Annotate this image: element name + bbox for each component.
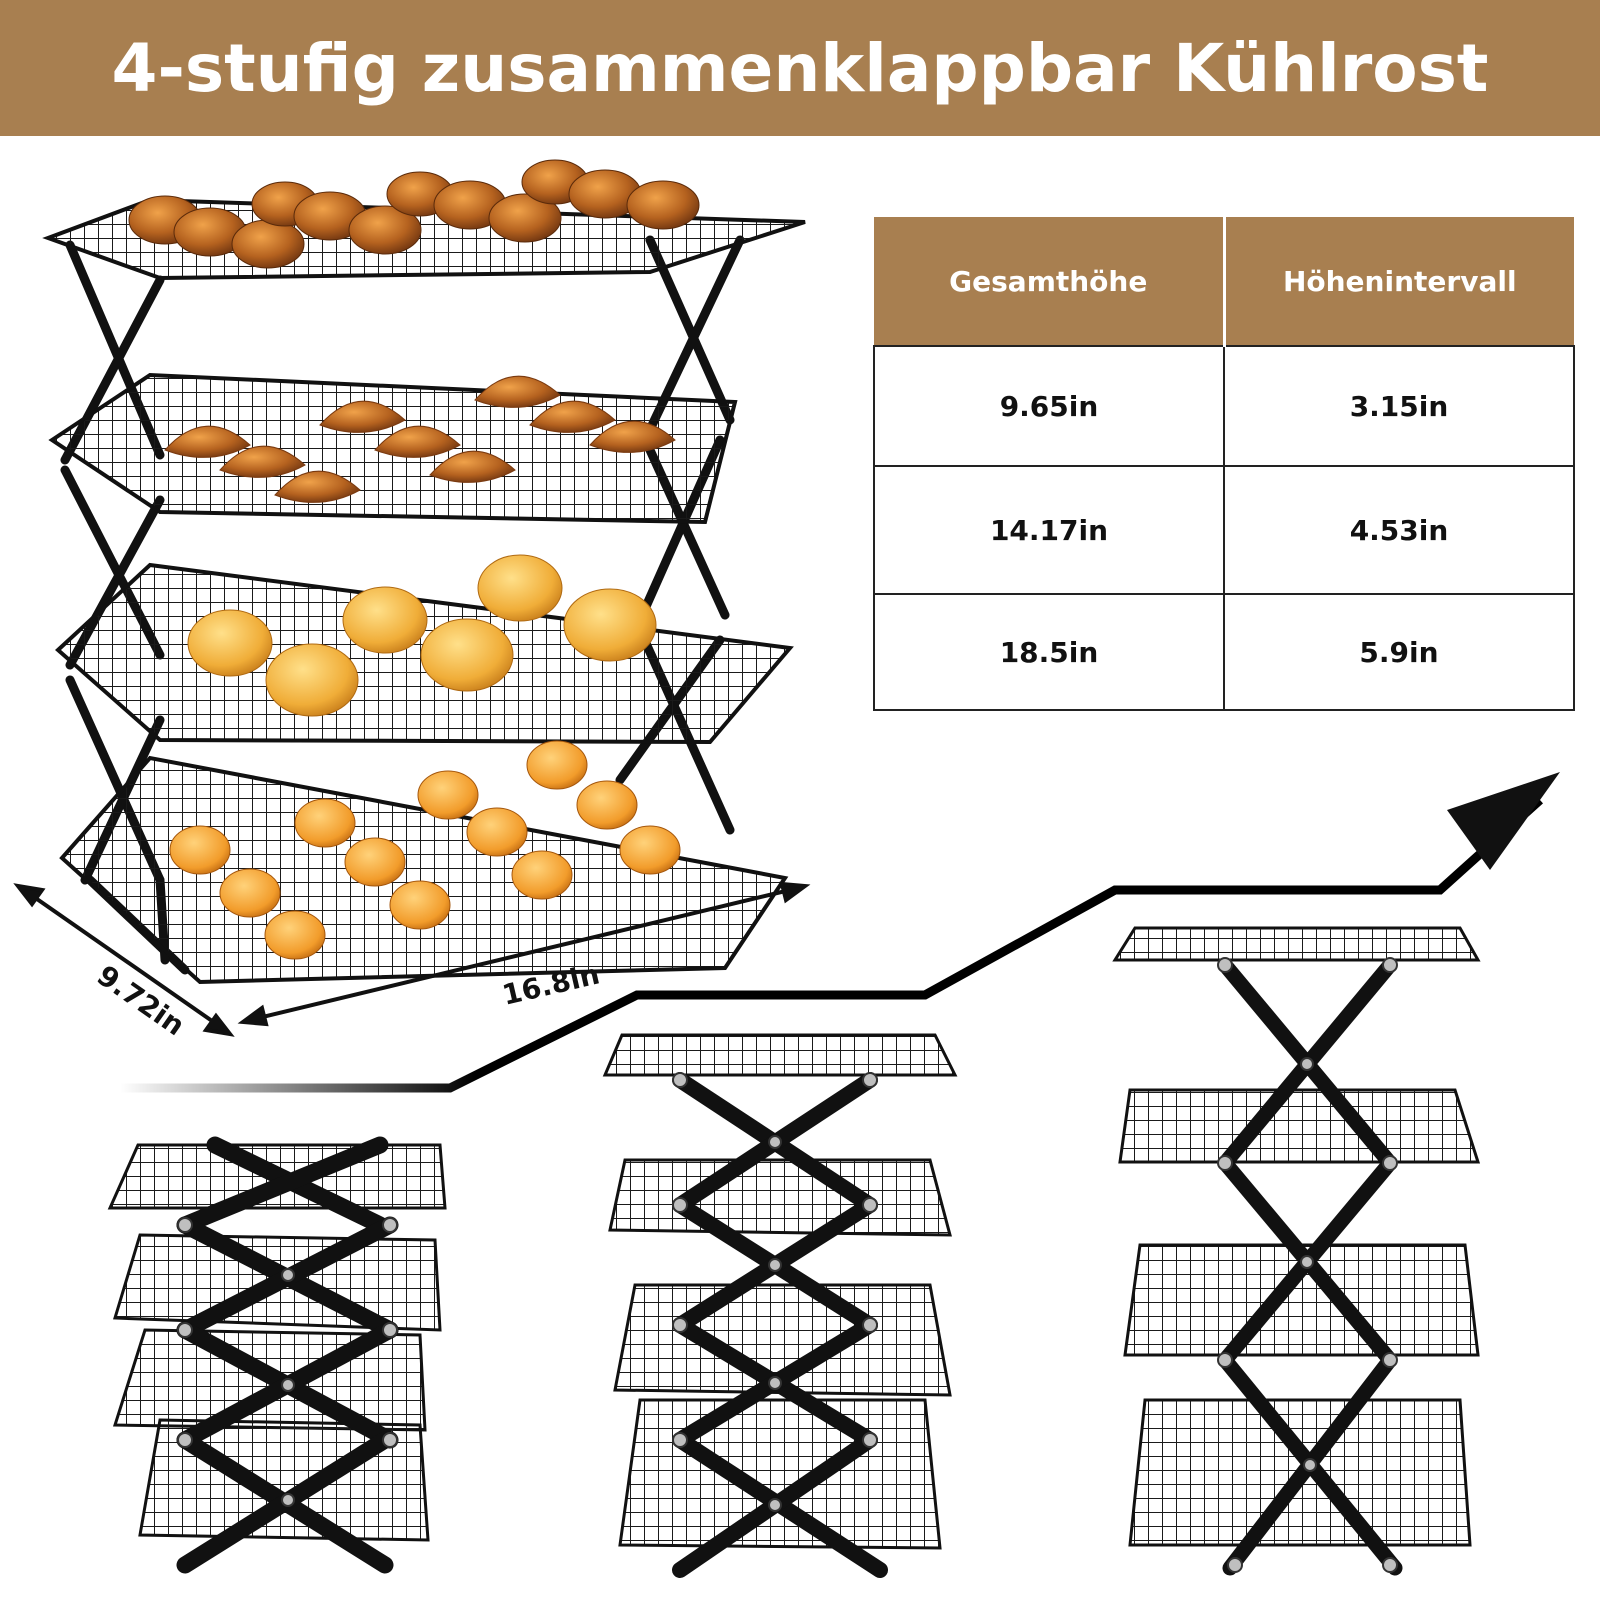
cell-height-interval: 5.9in (1223, 593, 1575, 711)
height-spec-table: Gesamthöhe Höhenintervall 9.65in 3.15in … (873, 217, 1575, 711)
page-title: 4-stufig zusammenklappbar Kühlrost (111, 29, 1489, 107)
table-row: 18.5in 5.9in (873, 593, 1575, 711)
header-total-height: Gesamthöhe (874, 217, 1226, 346)
depth-dimension-arrow (13, 883, 235, 1037)
fully-extended-rack (1112, 926, 1481, 1576)
title-banner: 4-stufig zusammenklappbar Kühlrost (0, 0, 1600, 136)
cell-height-interval: 3.15in (1223, 345, 1575, 467)
width-dimension-arrow (237, 881, 811, 1027)
table-row: 9.65in 3.15in (873, 345, 1575, 467)
folded-rack (107, 1136, 447, 1574)
main-rack-icon (42, 159, 806, 985)
table-header-row: Gesamthöhe Höhenintervall (874, 217, 1574, 346)
cell-total-height: 18.5in (873, 593, 1225, 711)
half-extended-rack (602, 1033, 958, 1578)
cell-height-interval: 4.53in (1223, 465, 1575, 595)
cell-total-height: 9.65in (873, 345, 1225, 467)
cell-total-height: 14.17in (873, 465, 1225, 595)
header-height-interval: Höhenintervall (1224, 217, 1574, 346)
growth-arrow (120, 772, 1560, 1093)
table-row: 14.17in 4.53in (873, 465, 1575, 595)
